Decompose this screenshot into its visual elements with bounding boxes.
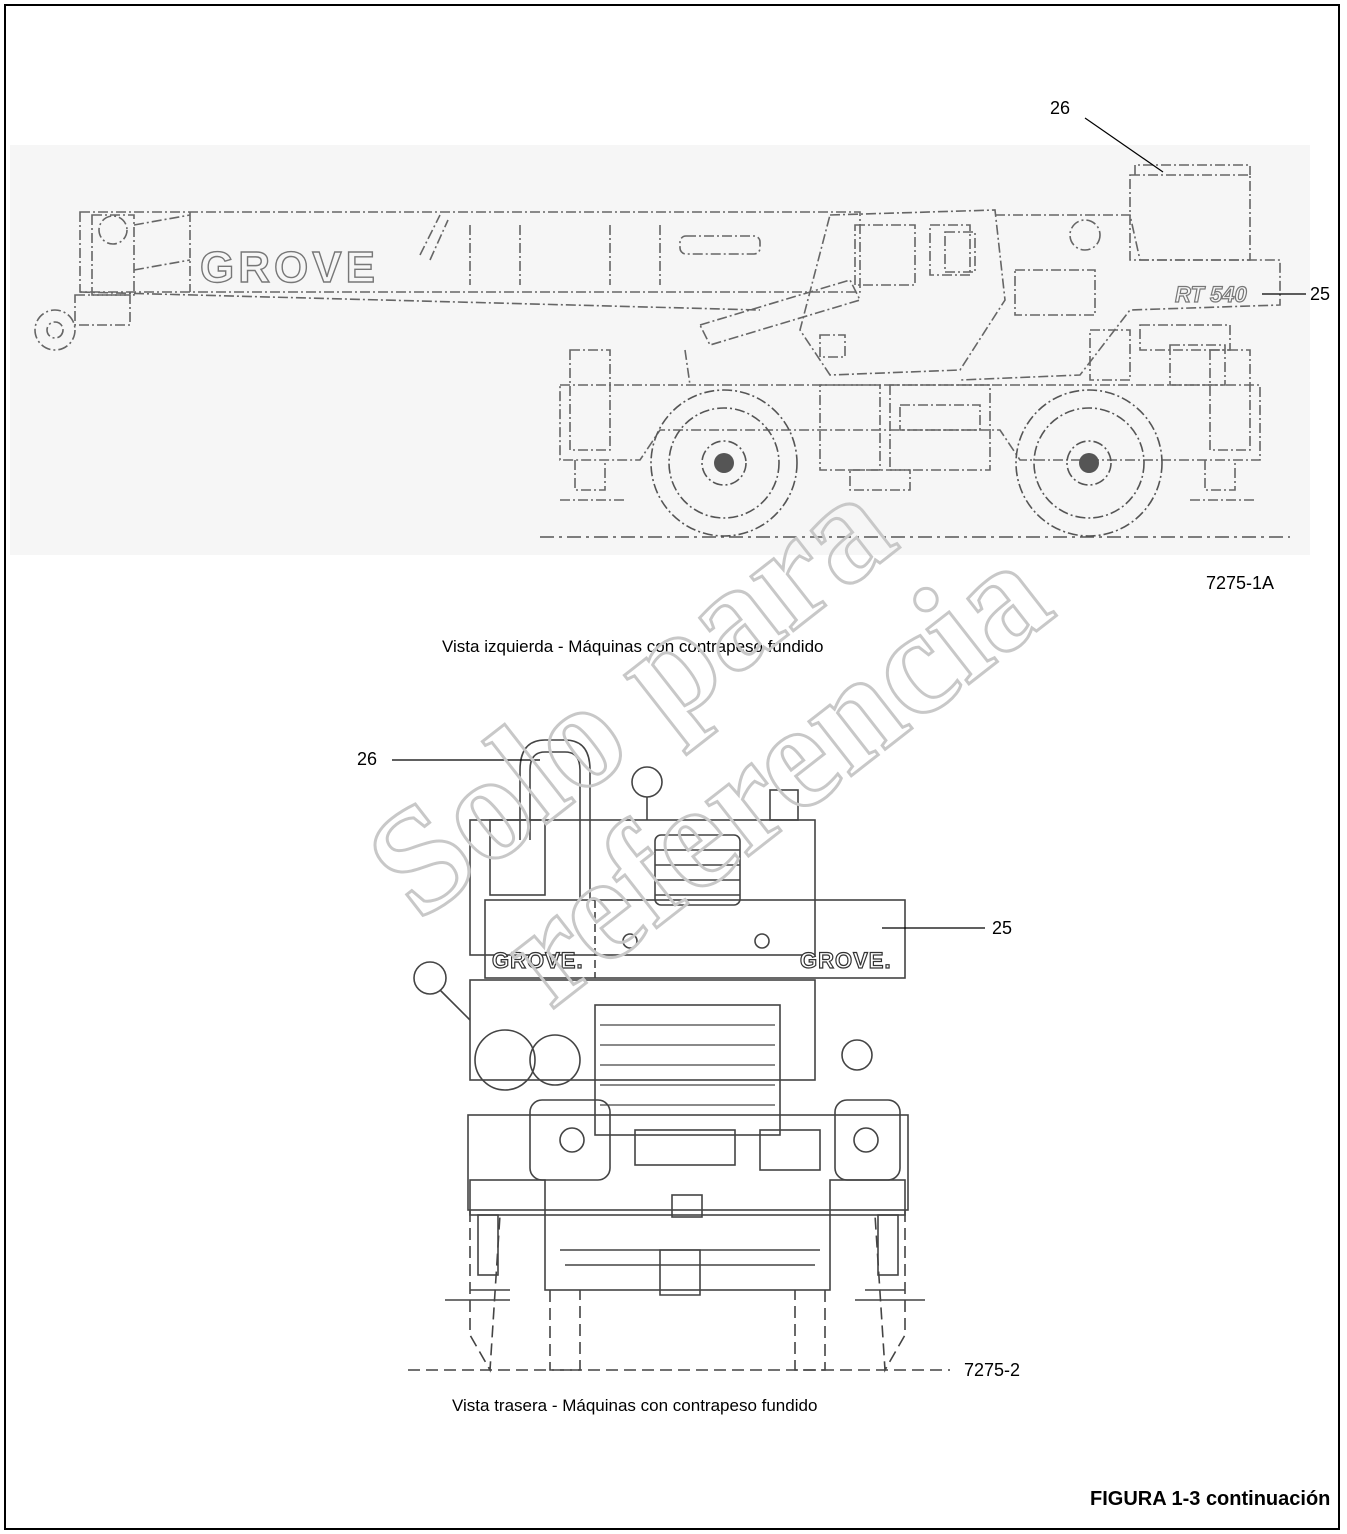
- handrail-box: [1129, 174, 1251, 261]
- rear-tire-left: [469, 1210, 501, 1373]
- rear-upper-body: [469, 819, 816, 956]
- model-badge: RT 540: [1175, 282, 1248, 307]
- rear-lower-frame: [467, 1114, 909, 1211]
- rear-tire-right: [874, 1210, 906, 1373]
- counterweight-logo-left: GROVE.: [491, 947, 584, 973]
- rear-light-left: [413, 961, 447, 995]
- boom-logo: GROVE: [200, 243, 379, 292]
- counterweight: [484, 899, 906, 979]
- rear-carrier: [469, 979, 816, 1081]
- callout-25-side: 25: [1310, 284, 1331, 304]
- figure-title: FIGURA 1-3 continuación: [1090, 1488, 1331, 1510]
- side-view-caption: Vista izquierda - Máquinas con contrapes…: [442, 637, 824, 656]
- front-wheel: [650, 389, 798, 537]
- callout-26-rear: 26: [357, 749, 378, 769]
- callout-25-rear: 25: [992, 918, 1013, 938]
- rear-wheel: [1015, 389, 1163, 537]
- side-view-backdrop: [10, 145, 1310, 555]
- rear-view-drawing-number: 7275-2: [964, 1360, 1021, 1380]
- rear-axle: [544, 1214, 831, 1291]
- rear-handrail: [519, 739, 591, 900]
- leader-26-side: [1084, 117, 1164, 173]
- rear-view-caption: Vista trasera - Máquinas con contrapeso …: [452, 1396, 818, 1415]
- boom-body: [79, 211, 861, 293]
- side-view-drawing-number: 7275-1A: [1206, 573, 1275, 593]
- rear-grille: [594, 1004, 781, 1136]
- counterweight-logo-right: GROVE.: [799, 947, 892, 973]
- callout-26-side: 26: [1050, 98, 1071, 118]
- upper-grille: [654, 834, 741, 906]
- carrier-frame: [559, 384, 1261, 461]
- cab-body: [799, 209, 1006, 376]
- page-border: [4, 4, 1340, 1530]
